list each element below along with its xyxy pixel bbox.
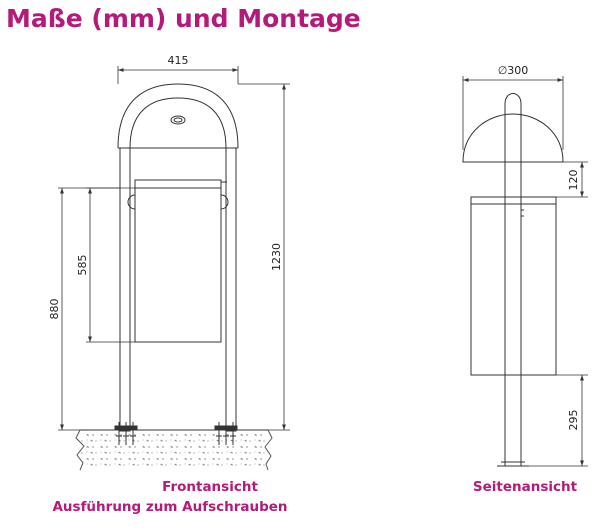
front-ground-slab <box>75 429 273 471</box>
front-anchor-right <box>214 422 238 445</box>
front-dim-width-label: 415 <box>168 54 189 67</box>
front-dim-bin-bottom-label: 880 <box>48 299 61 320</box>
front-anchor-left <box>114 422 138 445</box>
front-dim-bin-bottom-height <box>58 187 135 431</box>
front-view <box>58 66 290 471</box>
page-title: Maße (mm) und Montage <box>6 4 361 33</box>
side-view <box>462 76 588 467</box>
front-dim-total-height-label: 1230 <box>270 243 283 271</box>
front-dim-bin-height <box>86 187 135 343</box>
side-dim-roof-height <box>556 161 588 198</box>
front-post-left <box>119 147 131 432</box>
front-bin-body <box>134 179 222 343</box>
side-view-caption: Seitenansicht <box>472 479 578 495</box>
side-dim-post-ground-label: 295 <box>567 410 580 431</box>
front-bin-hinge-right <box>220 194 229 210</box>
front-post-right <box>225 147 237 432</box>
side-bin-body <box>470 196 557 376</box>
front-view-caption: Frontansicht <box>162 479 258 495</box>
front-dim-total-height <box>238 83 290 431</box>
side-dim-roof-diameter <box>462 76 564 150</box>
front-canopy-outer <box>117 83 239 149</box>
front-dim-bin-height-label: 585 <box>76 255 89 276</box>
side-dim-roof-height-label: 120 <box>567 170 580 191</box>
front-canopy-knob <box>170 115 186 125</box>
front-bin-hinge-left <box>127 194 136 210</box>
side-dim-post-ground <box>529 374 588 467</box>
side-post <box>504 93 522 466</box>
side-dim-roof-diameter-label: ∅300 <box>498 64 529 77</box>
side-roof <box>462 113 564 163</box>
front-dim-width <box>117 66 239 84</box>
front-view-subcaption: Ausführung zum Aufschrauben <box>52 499 288 515</box>
front-canopy-inner <box>129 97 227 149</box>
